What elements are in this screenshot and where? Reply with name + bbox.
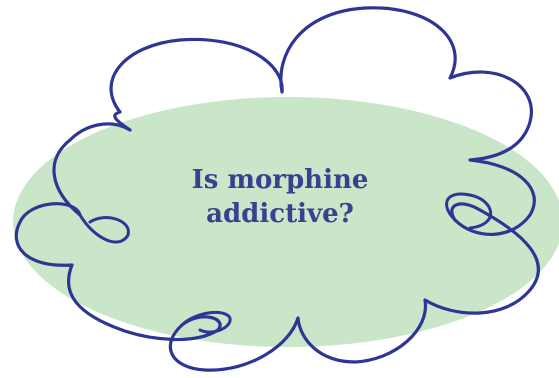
question-text: Is morphine addictive? (140, 163, 420, 231)
cloud-inner-curl-bottom (180, 310, 232, 334)
question-line-2: addictive? (206, 199, 354, 229)
question-line-1: Is morphine (191, 165, 369, 195)
cloud-outline (14, 6, 540, 372)
cloud-inner-loop-left (78, 213, 130, 244)
cloud-inner-loop-right (445, 192, 493, 230)
bubble-fill (13, 97, 559, 347)
